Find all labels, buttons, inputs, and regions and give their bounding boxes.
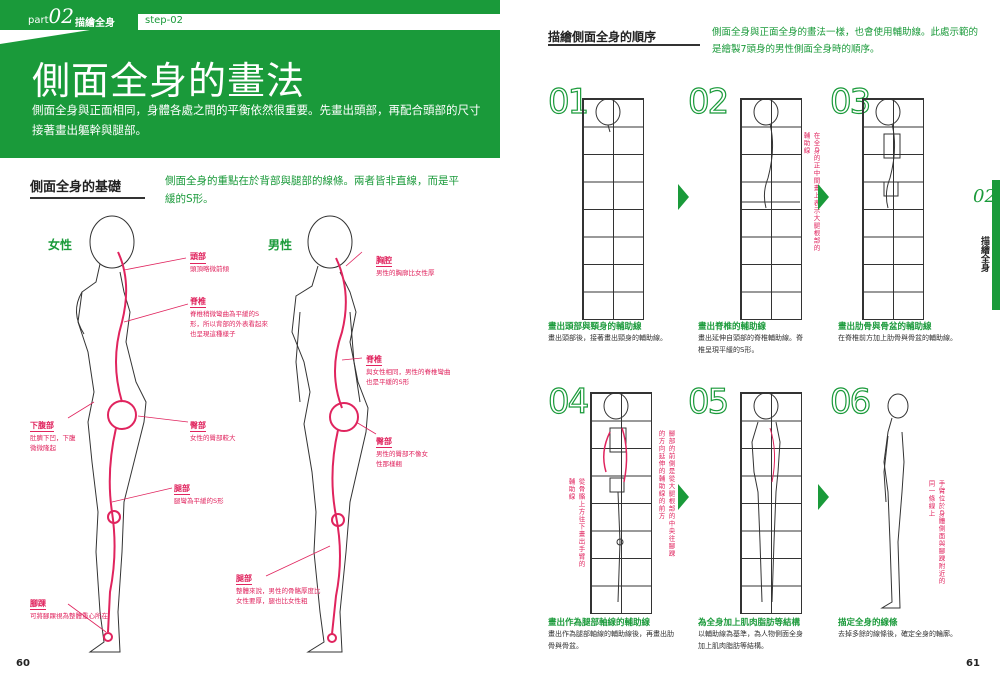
step-01-grid (582, 98, 644, 320)
annotation-belly-label: 下腹部 (30, 421, 54, 430)
step-05-title: 為全身加上肌肉脂肪等結構 (698, 618, 801, 628)
next-arrow (678, 184, 689, 210)
step-04-desc: 畫出作為腿部軸線的輔助線後，再畫出肋骨與骨盆。 (548, 630, 674, 650)
basics-title: 側面全身的基礎 (30, 180, 122, 195)
step-04-note-b: 腳部的前側是從大腿根部的中央往腳踝的方向延伸的輔助線的前方 (657, 430, 675, 558)
step-02-number: 02 (687, 81, 729, 122)
annotation-head-text: 頭頂略微前傾 (190, 265, 229, 273)
step-01-sketch (595, 98, 621, 133)
female-figure (76, 215, 147, 653)
step-04-number: 04 (547, 381, 589, 422)
order-title: 描繪側面全身的順序 (548, 30, 657, 44)
step-05-sketch (751, 392, 781, 603)
annotation-ankle-label: 腳踝 (30, 599, 46, 608)
step-03-desc: 在脊椎前方加上肋骨與骨盆的輔助線。 (838, 334, 957, 342)
step-06-sketch (880, 393, 909, 609)
annotation-spine-m-label: 脊椎 (366, 355, 382, 364)
title-banner (0, 30, 500, 158)
step-03-sketch (875, 98, 901, 209)
annotation-leg-m-text: 整體來說，男性的骨骼厚度比女性要厚，腿也比女性粗 (236, 587, 321, 605)
figure-illustrations (67, 215, 377, 653)
step-05-desc: 以輔助線為基準，為人物側面全身加上肌肉脂肪等結構。 (698, 630, 803, 650)
basics-desc: 側面全身的重點在於背部與腿部的線條。兩者皆非直線，而是平緩的S形。 (165, 175, 459, 205)
step-05-number: 05 (687, 381, 729, 422)
step-02-title: 畫出脊椎的輔助線 (698, 322, 767, 332)
male-label: 男性 (268, 238, 293, 252)
next-arrow (818, 184, 829, 210)
intro-text: 側面全身與正面相同，身體各處之間的平衡依然很重要。先畫出頭部，再配合頭部的尺寸接… (32, 103, 481, 137)
step-box (138, 14, 500, 30)
annotation-leg-f-label: 腿部 (174, 484, 190, 493)
step-04-title: 畫出作為腿部軸線的輔助線 (548, 618, 651, 628)
step-04-note-a: 從骨骼上方往下畫出手臂的輔助線 (567, 478, 585, 568)
annotation-ankle-text: 可將腳踝視為整體重心所在 (30, 612, 108, 620)
male-figure (291, 215, 369, 653)
step-01-title: 畫出頭部與頸身的輔助線 (548, 322, 642, 332)
header-section: 描繪全身 (75, 18, 115, 29)
annotation-hip-f-label: 臀部 (190, 421, 206, 430)
step-02-sketch (740, 98, 800, 209)
basics-underline (30, 197, 145, 199)
side-tab-number: 02 (973, 186, 996, 207)
next-arrow (678, 484, 689, 510)
order-desc: 側面全身與正面全身的畫法一樣，也會使用輔助線。此處示範的是繪製7頭身的男性側面全… (712, 27, 979, 55)
annotation-hip-m-text: 男性的臀部不像女性那樣翹 (376, 450, 428, 468)
step-02-note: 在全身的正中間畫上表示大腿根部的輔助線 (802, 132, 820, 252)
annotation-leg-m-label: 腿部 (236, 574, 252, 583)
next-arrow (818, 484, 829, 510)
female-spine-line (103, 251, 137, 642)
annotation-hip-f-text: 女性的臀部較大 (190, 434, 236, 442)
annotation-spine-f-label: 脊椎 (190, 297, 206, 306)
annotation-chest-text: 男性的胸廓比女性厚 (376, 269, 435, 277)
step-06-desc: 去掉多餘的線條後，確定全身的輪廓。 (838, 630, 957, 638)
annotation-leg-f-text: 腿彎為平緩的S形 (174, 497, 224, 505)
step-04-grid (590, 392, 652, 614)
step-label: step-02 (145, 15, 183, 26)
part-number: part02 (28, 4, 74, 28)
annotation-chest-label: 胸腔 (376, 256, 392, 265)
step-02-grid (740, 98, 802, 320)
page-number-right: 61 (966, 658, 980, 669)
male-spine-line (327, 257, 359, 643)
page-number-left: 60 (16, 658, 30, 669)
step-06-note: 手臂位於身體側面與腳踝附近的同一條線上 (927, 480, 945, 585)
step-06-number: 06 (829, 381, 871, 422)
page-title: 側面全身的畫法 (32, 59, 306, 103)
step-02-desc: 畫出延伸自頭部的脊椎輔助線。脊椎呈現平緩的S形。 (698, 334, 803, 354)
annotation-spine-f-text: 脊椎稍微彎曲為平緩的S形，所以背部的外表看起來也呈現這種樣子 (190, 310, 268, 338)
side-tab-bar (992, 180, 1000, 310)
annotation-hip-m-label: 臀部 (376, 437, 392, 446)
side-tab-label: 描繪全身 (979, 236, 989, 272)
step-06-title: 描定全身的線條 (838, 618, 898, 628)
female-label: 女性 (48, 238, 73, 252)
annotation-belly-text: 肚臍下凹，下腹微微隆起 (30, 434, 76, 452)
step-01-desc: 畫出頭部後，接著畫出頸身的輔助線。 (548, 334, 667, 342)
step-04-sketch (603, 392, 629, 603)
step-03-title: 畫出肋骨與骨盆的輔助線 (838, 322, 932, 332)
annotation-head-label: 頭部 (190, 252, 206, 261)
step-03-grid (862, 98, 924, 320)
order-underline (548, 44, 700, 46)
annotation-spine-m-text: 與女性相同，男性的脊椎彎曲也是平緩的S形 (366, 368, 451, 386)
